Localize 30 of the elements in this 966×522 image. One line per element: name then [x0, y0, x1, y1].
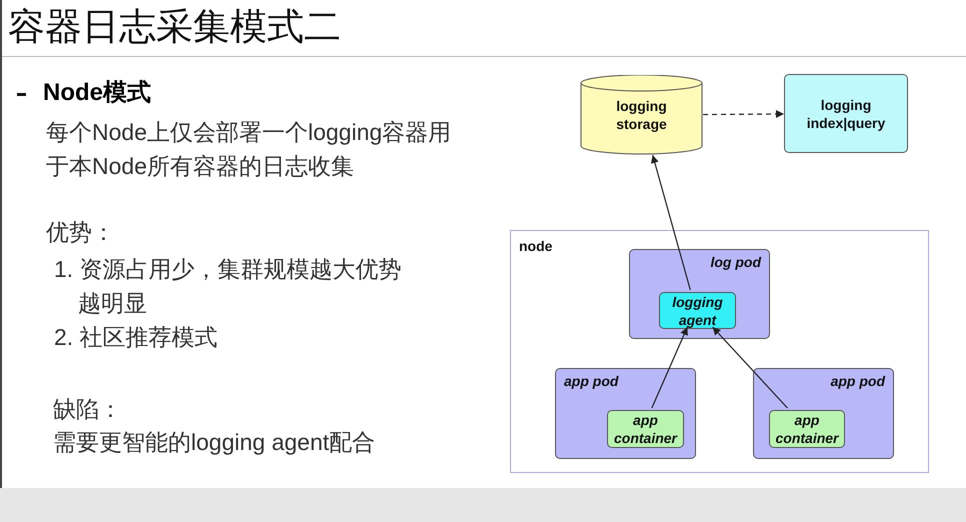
- section-heading: 缺陷：: [53, 395, 123, 424]
- dashed-arrow: [703, 110, 784, 118]
- storage-cylinder: [580, 75, 703, 155]
- node-label: logging index|query: [806, 96, 886, 132]
- pod-box: [629, 249, 770, 339]
- node-label: app container: [774, 411, 840, 447]
- list-item: 2. 社区推荐模式: [54, 323, 219, 352]
- group-label: app pod: [564, 372, 618, 390]
- section-heading: 优势：: [46, 218, 116, 247]
- node-label: app container: [612, 411, 678, 447]
- node-label: logging agent: [671, 292, 724, 328]
- pod-box: [555, 368, 696, 459]
- group-label: node: [519, 237, 552, 255]
- process-box: [659, 292, 736, 329]
- arrow: [650, 154, 691, 290]
- paragraph: 需要更智能的logging agent配合: [53, 428, 376, 457]
- list-item: 1. 资源占用少，集群规模越大优势越明显: [54, 255, 403, 318]
- paragraph: 每个Node上仅会部署一个logging容器用于本Node所有容器的日志收集: [46, 118, 452, 181]
- group-frame: [510, 230, 929, 473]
- node-label: logging storage: [615, 97, 668, 133]
- arrow: [712, 326, 788, 408]
- process-box: [607, 410, 684, 448]
- group-label: app pod: [830, 372, 885, 390]
- pod-box: [753, 368, 894, 459]
- heading: Node模式: [43, 78, 152, 108]
- arrow: [651, 326, 688, 408]
- group-label: log pod: [710, 253, 761, 271]
- process-box: [769, 410, 845, 448]
- process-box: [784, 74, 908, 153]
- title: 容器日志采集模式二: [8, 5, 341, 49]
